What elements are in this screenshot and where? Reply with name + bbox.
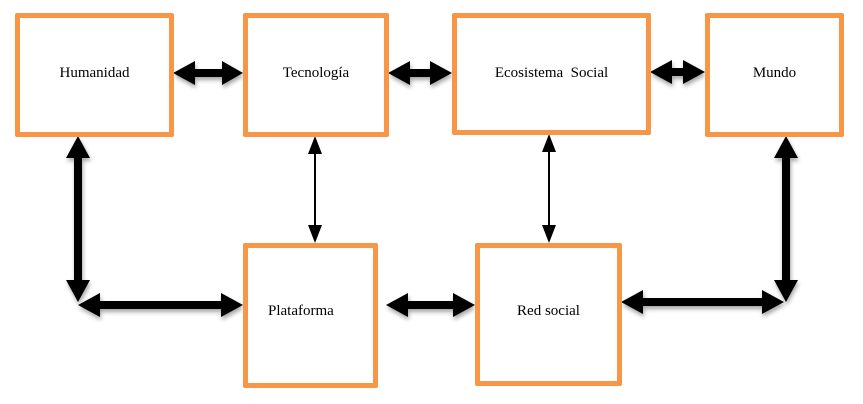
node-tecnologia[interactable]: Tecnología: [243, 13, 389, 137]
edge-humanidad-plataforma: [66, 136, 243, 317]
node-plataforma[interactable]: Plataforma: [243, 243, 378, 388]
node-label: Tecnología: [282, 65, 350, 81]
node-ecosistema-social[interactable]: Ecosistema Social: [452, 13, 651, 135]
node-label: Ecosistema Social: [494, 65, 609, 81]
edge-tecnologia-ecosistema: [388, 61, 452, 85]
edge-tecnologia-plataforma: [308, 136, 322, 243]
edge-humanidad-tecnologia: [173, 61, 243, 85]
node-label: Red social: [517, 303, 580, 319]
edge-plataforma-red: [386, 293, 475, 317]
node-red-social[interactable]: Red social: [475, 243, 622, 386]
node-label: Mundo: [752, 65, 797, 81]
node-humanidad[interactable]: Humanidad: [15, 13, 174, 137]
edge-ecosistema-red: [542, 134, 556, 243]
node-label: Humanidad: [59, 65, 130, 81]
node-mundo[interactable]: Mundo: [705, 13, 844, 137]
edge-mundo-red: [621, 136, 798, 314]
edge-ecosistema-mundo: [650, 60, 705, 84]
node-label: Plataforma: [268, 303, 334, 319]
